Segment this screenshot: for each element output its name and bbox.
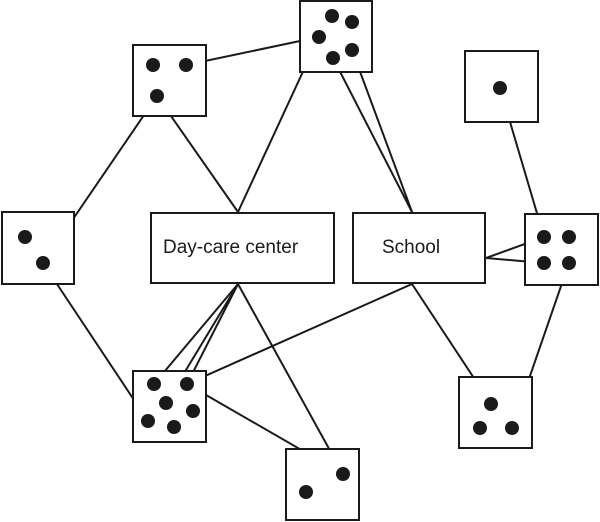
connection-line-13 xyxy=(186,283,239,385)
connection-line-5 xyxy=(332,57,413,213)
person-dot xyxy=(18,230,32,244)
person-dot xyxy=(150,89,164,103)
daycare-center-label: Day-care center xyxy=(163,237,299,258)
household-box-top-right xyxy=(464,50,539,123)
person-dot xyxy=(473,421,487,435)
person-dot xyxy=(146,58,160,72)
household-box-top-left xyxy=(132,44,207,117)
person-dot xyxy=(484,397,498,411)
household-box-top-center xyxy=(299,0,373,73)
school-label: School xyxy=(382,237,441,258)
person-dot xyxy=(299,485,313,499)
person-dot xyxy=(537,256,551,270)
household-box-bottom-center xyxy=(285,448,360,521)
person-dot xyxy=(147,377,161,391)
connection-line-14 xyxy=(237,283,344,475)
person-dot xyxy=(312,30,326,44)
person-dot xyxy=(179,58,193,72)
household-box-mid-left xyxy=(1,211,75,285)
person-dot xyxy=(325,9,339,23)
person-dot xyxy=(537,230,551,244)
connection-line-1 xyxy=(185,36,320,66)
person-dot xyxy=(186,404,200,418)
household-box-mid-right xyxy=(524,213,599,286)
household-box-frame xyxy=(524,213,599,286)
person-dot xyxy=(159,396,173,410)
person-dot xyxy=(493,81,507,95)
connection-lines xyxy=(42,36,570,475)
connection-line-10 xyxy=(42,262,149,422)
household-box-frame xyxy=(1,211,75,285)
person-dot xyxy=(336,467,350,481)
person-dot xyxy=(36,256,50,270)
person-dot xyxy=(562,256,576,270)
household-box-frame xyxy=(132,44,207,117)
person-dot xyxy=(345,43,359,57)
household-box-frame xyxy=(285,448,360,521)
person-dot xyxy=(141,414,155,428)
household-box-bottom-left xyxy=(132,370,207,443)
person-dot xyxy=(345,15,359,29)
person-dot xyxy=(505,421,519,435)
daycare-center-node: Day-care center xyxy=(150,212,335,284)
person-dot xyxy=(180,377,194,391)
connection-line-11 xyxy=(153,283,239,385)
school-node: School xyxy=(352,212,486,284)
household-box-bottom-right xyxy=(458,376,533,449)
connection-line-16 xyxy=(186,283,413,385)
person-dot xyxy=(167,420,181,434)
person-dot xyxy=(326,51,340,65)
household-box-frame xyxy=(458,376,533,449)
person-dot xyxy=(562,230,576,244)
connection-line-6 xyxy=(351,49,413,213)
